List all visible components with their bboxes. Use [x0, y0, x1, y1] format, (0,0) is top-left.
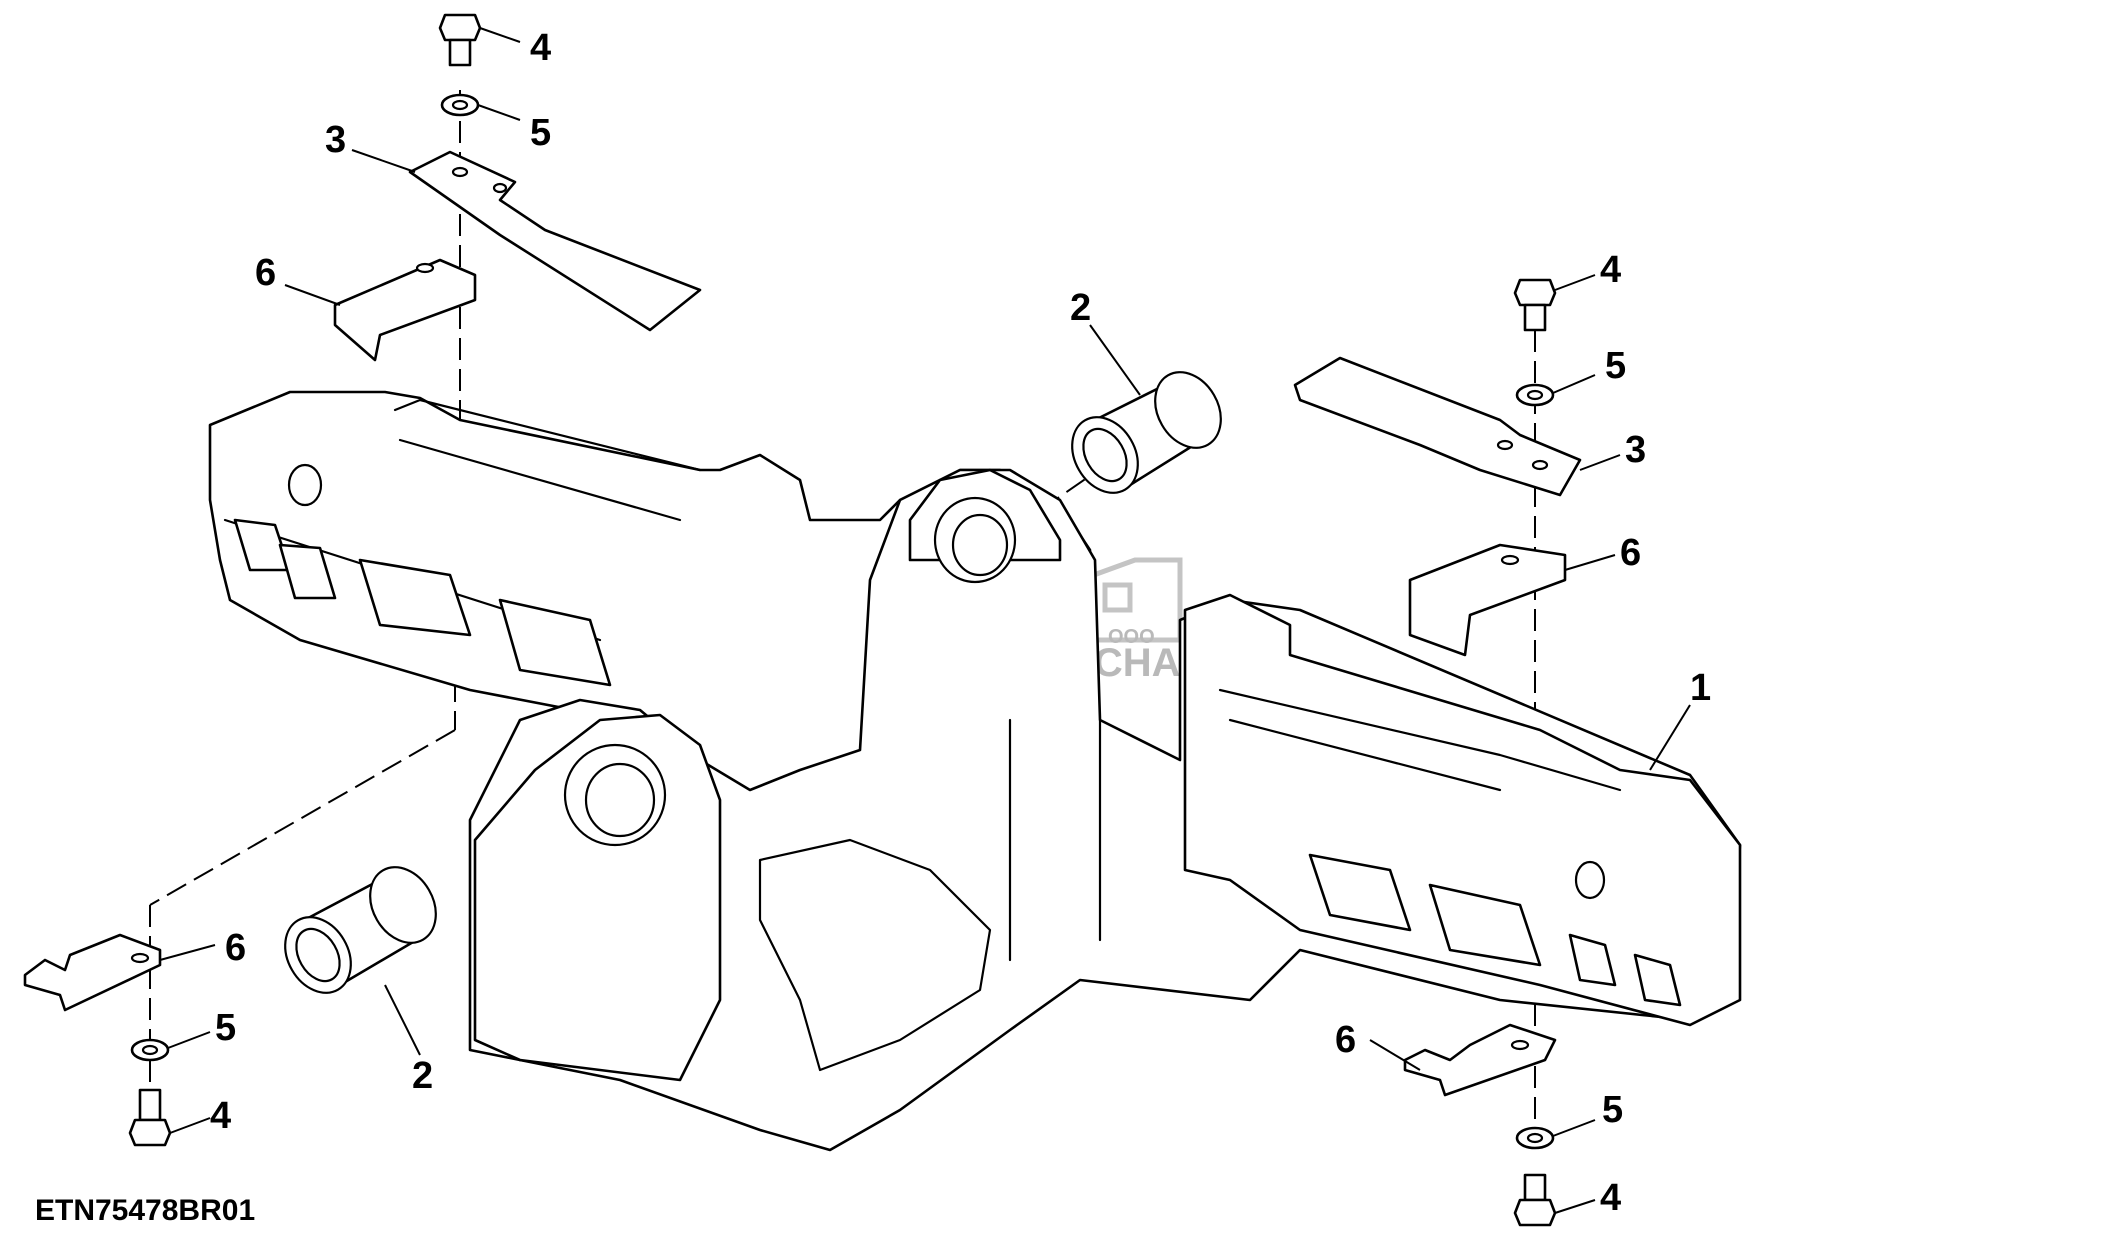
callout-strap-right: 3	[1625, 429, 1646, 471]
callout-clip-bottom-left: 6	[225, 927, 246, 969]
bolt-bottom-left	[128, 1088, 172, 1147]
callout-washer-top-right: 5	[1605, 345, 1626, 387]
callout-bushing-bottom: 2	[412, 1055, 433, 1097]
callout-clip-bottom-right: 6	[1335, 1019, 1356, 1061]
callout-clip-right: 6	[1620, 532, 1641, 574]
clip-top-left	[333, 258, 477, 362]
washer-top-right	[1515, 383, 1555, 407]
clip-right	[1408, 543, 1567, 657]
figure-id: ETN75478BR01	[35, 1194, 255, 1227]
callout-bolt-top-left: 4	[530, 27, 551, 69]
washer-top-left	[440, 93, 480, 117]
strap-top-left	[408, 150, 702, 332]
callout-bushing-top: 2	[1070, 287, 1091, 329]
callout-leaders	[159, 27, 1691, 1214]
bushing-top	[1071, 371, 1222, 494]
main-frame	[208, 390, 1742, 1152]
bolt-top-right	[1513, 278, 1557, 332]
callout-bolt-bottom-right: 4	[1600, 1177, 1621, 1219]
callouts: 4 5 3 6 2 4 5 3 6 1 6 5 4 2 6 5 4	[210, 27, 1711, 1219]
bolt-bottom-right	[1513, 1173, 1557, 1227]
strap-right	[1293, 356, 1582, 497]
callout-bolt-top-right: 4	[1600, 249, 1621, 291]
callout-washer-bottom-right: 5	[1602, 1089, 1623, 1131]
washer-bottom-left	[130, 1038, 170, 1062]
callout-washer-bottom-left: 5	[215, 1007, 236, 1049]
clip-bottom-left	[23, 933, 162, 1012]
watermark-small: ООО	[1108, 626, 1155, 648]
callout-frame: 1	[1690, 667, 1711, 709]
bushing-bottom	[284, 866, 437, 994]
callout-clip-top-left: 6	[255, 252, 276, 294]
washer-bottom-right	[1515, 1126, 1555, 1150]
callout-washer-top-left: 5	[530, 112, 551, 154]
clip-bottom-right	[1403, 1023, 1557, 1097]
callout-bolt-bottom-left: 4	[210, 1095, 231, 1137]
callout-strap-top-left: 3	[325, 119, 346, 161]
bolt-top-left	[438, 13, 482, 67]
